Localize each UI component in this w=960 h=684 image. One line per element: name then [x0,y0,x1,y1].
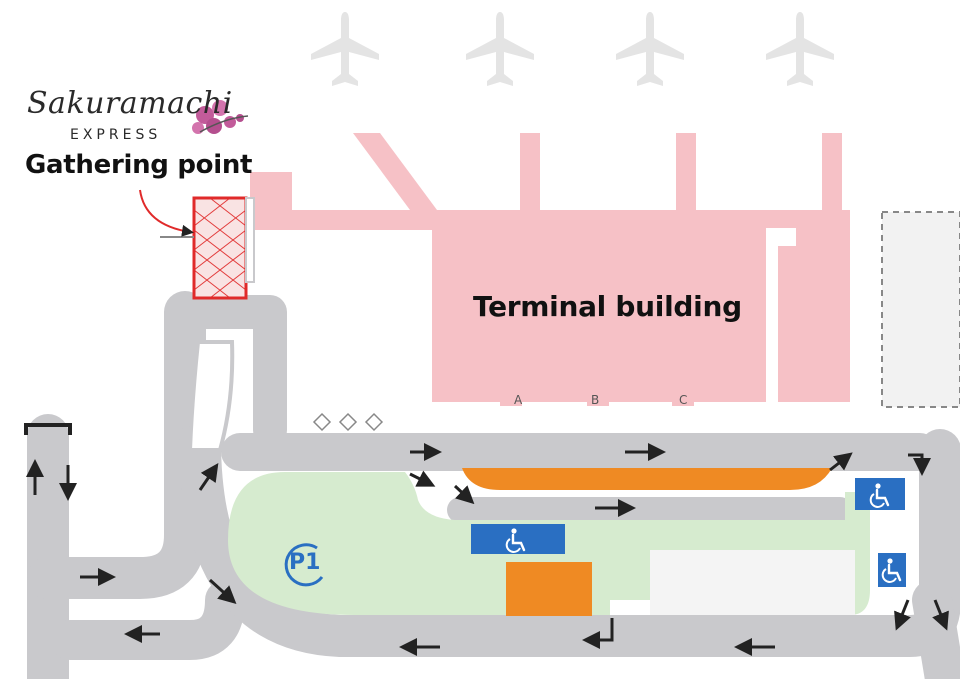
gate-label: A [514,393,523,407]
terminal-building-label: Terminal building [473,290,742,323]
arrow-icon [26,443,949,656]
drop-off-zone [462,468,832,490]
gathering-pointer-arrow [139,189,194,237]
arrow-icon [908,453,931,476]
gathering-point-label: Gathering point [25,150,253,180]
airplane-icon [311,12,379,86]
road-end-marker [24,423,72,435]
airplane-icon [616,12,684,86]
annex-building [881,211,960,408]
parking-zone-white [650,550,855,615]
terminal-building [250,133,850,406]
parking-label: P1 [289,550,321,575]
reserved-parking-zone [506,562,592,616]
airplane-icon [466,12,534,86]
parking-icon [284,543,324,587]
brand-logo-sub: EXPRESS [70,127,162,143]
accessible-parking [471,478,906,587]
gate-label: C [679,393,688,407]
gathering-point-area [160,196,255,300]
cherry-blossom-icon [192,100,249,134]
brand-logo-script: Sakuramachi [27,86,233,121]
traffic-island [187,340,235,452]
crosswalk-markers [312,412,384,432]
arrow-icon [582,618,614,649]
gate-label: B [591,393,600,407]
airplane-icon [766,12,834,86]
